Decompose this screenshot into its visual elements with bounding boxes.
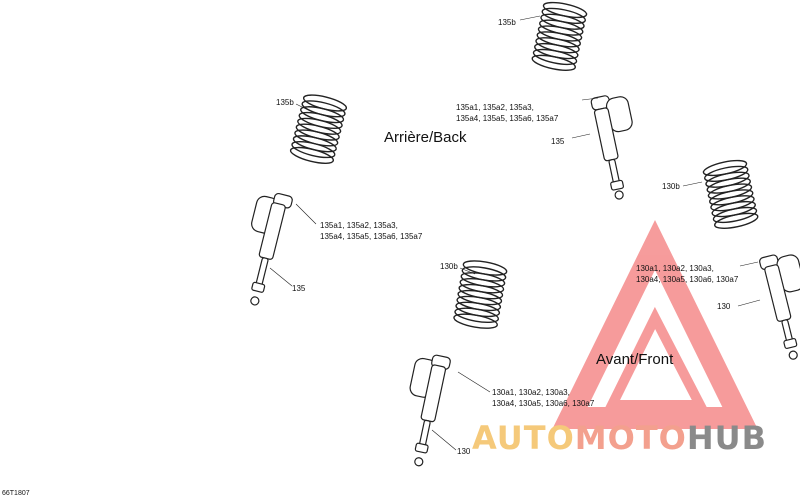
label-135a-left-line2: 135a4, 135a5, 135a6, 135a7	[320, 232, 423, 241]
shock-135-left	[250, 192, 317, 306]
label-135-top: 135	[551, 137, 565, 146]
watermark-text: AUTOMOTOHUB	[472, 420, 767, 456]
watermark-word-moto: MOTO	[574, 419, 687, 457]
label-130b-right: 130b	[662, 182, 680, 191]
figure-reference: 66T1807	[2, 490, 30, 497]
label-135a-left-line1: 135a1, 135a2, 135a3,	[320, 221, 398, 230]
shock-130-right	[737, 254, 800, 360]
label-130a-bottom-line2: 130a4, 130a5, 130a6, 130a7	[492, 399, 595, 408]
spring-130b-mid	[452, 257, 509, 332]
label-130-right: 130	[717, 302, 731, 311]
label-135b-left: 135b	[276, 98, 294, 107]
rear-title: Arrière/Back	[384, 129, 467, 146]
label-135-left: 135	[292, 284, 306, 293]
label-130a-right-line1: 130a1, 130a2, 130a3,	[636, 264, 714, 273]
label-130-bottom: 130	[457, 447, 471, 456]
shock-130-bottom	[409, 354, 491, 467]
shock-135-top	[571, 95, 633, 200]
front-title: Avant/Front	[596, 351, 674, 368]
spring-130b-right	[682, 156, 760, 232]
label-130a-right-line2: 130a4, 130a5, 130a6, 130a7	[636, 275, 739, 284]
label-130a-bottom-line1: 130a1, 130a2, 130a3,	[492, 388, 570, 397]
watermark-logo	[552, 220, 758, 429]
spring-135b-top	[519, 0, 589, 74]
label-135a-top-line1: 135a1, 135a2, 135a3,	[456, 103, 534, 112]
watermark-word-auto: AUTO	[472, 419, 575, 457]
label-135b-top: 135b	[498, 18, 516, 27]
label-130b-mid: 130b	[440, 262, 458, 271]
watermark-word-hub: HUB	[686, 419, 768, 457]
spring-135b-left	[288, 91, 349, 168]
label-135a-top-line2: 135a4, 135a5, 135a6, 135a7	[456, 114, 559, 123]
